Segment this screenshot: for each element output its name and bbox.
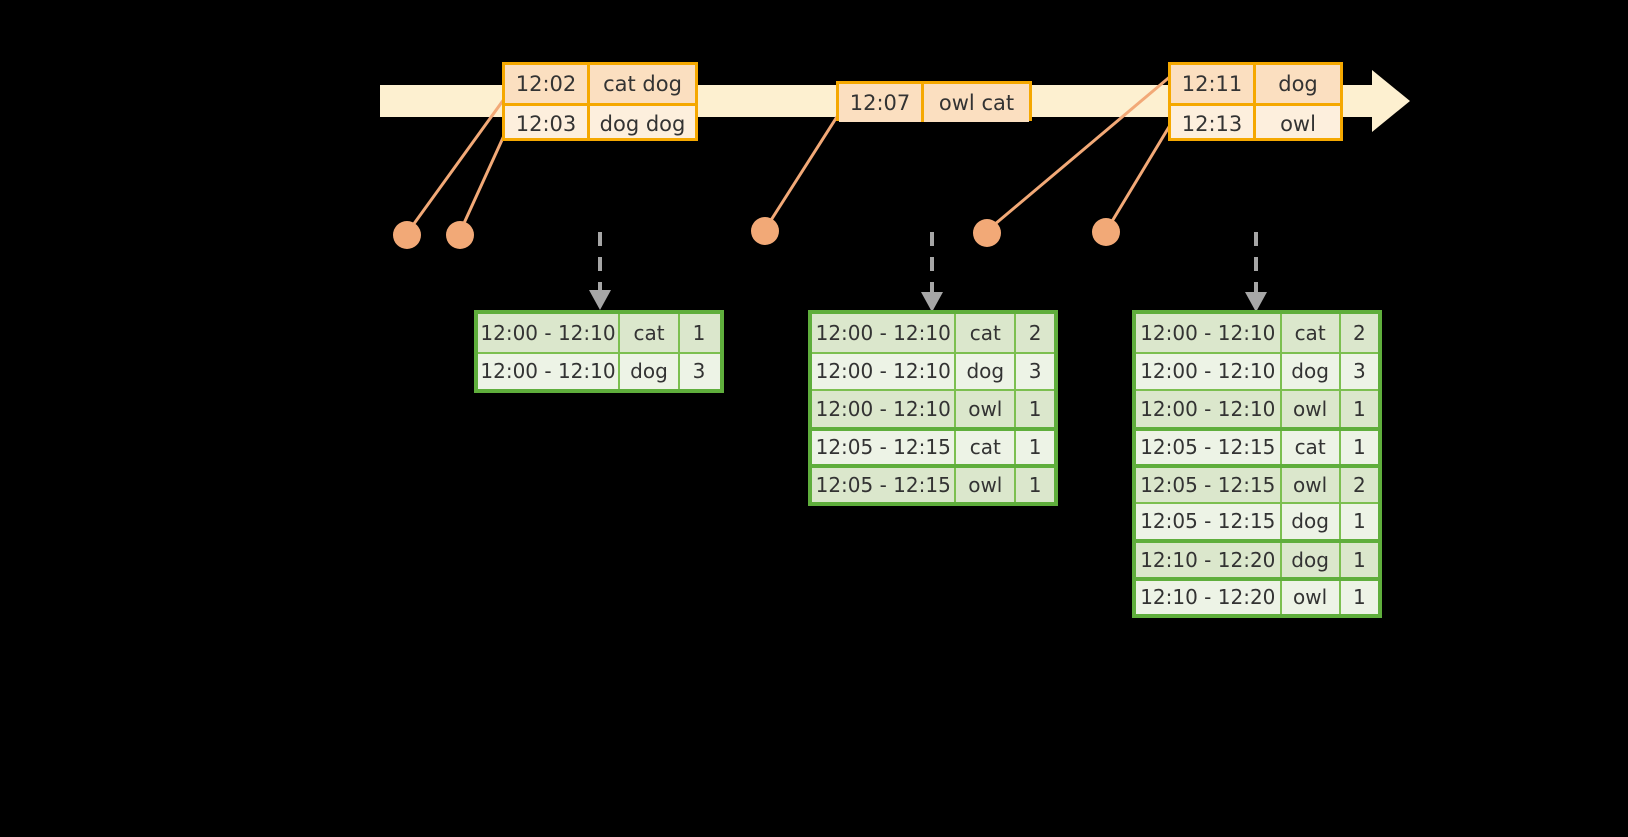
event-dot: [393, 221, 421, 249]
event-time: 12:11: [1171, 65, 1256, 103]
window-cell: 12:05 - 12:15: [1136, 430, 1282, 464]
count-cell: 3: [1352, 359, 1366, 384]
event-value: dog: [1278, 72, 1318, 96]
table-row[interactable]: 12:05 - 12:15 owl 1: [812, 464, 1054, 502]
count-cell: 3: [1028, 359, 1042, 384]
table-row[interactable]: 12:05 - 12:15 cat 1: [1136, 426, 1378, 464]
count-cell: 3: [692, 359, 706, 384]
window-cell: 12:00 - 12:10: [812, 314, 957, 352]
timeline-event-row[interactable]: 12:03 dog dog: [505, 103, 695, 141]
count-cell: 1: [1352, 396, 1366, 421]
event-time: 12:03: [505, 106, 590, 141]
timeline-event-group-2[interactable]: 12:07 owl cat: [836, 81, 1032, 122]
result-table-2[interactable]: 12:00 - 12:10 cat 2 12:00 - 12:10 dog 3 …: [808, 310, 1058, 506]
key-cell: cat: [1282, 430, 1341, 464]
timeline-event-group-3[interactable]: 12:11 dog 12:13 owl: [1168, 62, 1343, 141]
key-cell: cat: [956, 314, 1017, 352]
table-row[interactable]: 12:00 - 12:10 dog 3: [812, 351, 1054, 389]
key-cell: dog: [956, 353, 1017, 389]
window-cell: 12:05 - 12:15: [812, 430, 957, 464]
event-value: cat dog: [603, 72, 682, 96]
count-cell: 1: [1028, 472, 1042, 497]
key-cell: owl: [956, 391, 1017, 427]
timeline-event-group-1[interactable]: 12:02 cat dog 12:03 dog dog: [502, 62, 698, 141]
window-cell: 12:00 - 12:10: [478, 314, 620, 352]
table-row[interactable]: 12:00 - 12:10 owl 1: [1136, 389, 1378, 427]
timeline-event-row[interactable]: 12:02 cat dog: [505, 65, 695, 103]
key-cell: cat: [1282, 314, 1341, 352]
window-cell: 12:10 - 12:20: [1136, 580, 1282, 614]
event-time: 12:02: [505, 65, 590, 103]
table-row[interactable]: 12:10 - 12:20 owl 1: [1136, 576, 1378, 614]
count-cell: 1: [1028, 396, 1042, 421]
event-value: owl cat: [938, 91, 1015, 115]
table-row[interactable]: 12:05 - 12:15 cat 1: [812, 426, 1054, 464]
count-cell: 1: [1352, 585, 1366, 610]
count-cell: 1: [1028, 435, 1042, 460]
key-cell: dog: [1282, 503, 1341, 539]
window-cell: 12:00 - 12:10: [812, 353, 957, 389]
window-cell: 12:00 - 12:10: [1136, 314, 1282, 352]
window-cell: 12:05 - 12:15: [1136, 503, 1282, 539]
table-row[interactable]: 12:00 - 12:10 cat 1: [478, 314, 720, 352]
window-cell: 12:00 - 12:10: [1136, 391, 1282, 427]
event-dot: [973, 219, 1001, 247]
key-cell: owl: [1282, 468, 1341, 502]
table-row[interactable]: 12:00 - 12:10 owl 1: [812, 389, 1054, 427]
key-cell: owl: [1282, 580, 1341, 614]
event-value: owl: [1280, 111, 1316, 136]
window-cell: 12:05 - 12:15: [1136, 468, 1282, 502]
key-cell: dog: [620, 353, 680, 389]
timeline-event-row[interactable]: 12:07 owl cat: [839, 84, 1029, 122]
key-cell: dog: [1282, 543, 1341, 577]
count-cell: 1: [692, 320, 706, 345]
key-cell: owl: [1282, 391, 1341, 427]
count-cell: 2: [1352, 320, 1366, 345]
count-cell: 1: [1352, 547, 1366, 572]
window-cell: 12:05 - 12:15: [812, 468, 957, 502]
timeline-event-row[interactable]: 12:11 dog: [1171, 65, 1340, 103]
event-dot: [1092, 218, 1120, 246]
count-cell: 1: [1352, 435, 1366, 460]
table-row[interactable]: 12:00 - 12:10 dog 3: [478, 351, 720, 389]
table-row[interactable]: 12:00 - 12:10 dog 3: [1136, 351, 1378, 389]
event-dot: [446, 221, 474, 249]
table-row[interactable]: 12:05 - 12:15 dog 1: [1136, 501, 1378, 539]
key-cell: owl: [956, 468, 1017, 502]
key-cell: cat: [620, 314, 680, 352]
count-cell: 2: [1028, 320, 1042, 345]
window-cell: 12:00 - 12:10: [1136, 353, 1282, 389]
event-value: dog dog: [599, 111, 686, 136]
table-row[interactable]: 12:05 - 12:15 owl 2: [1136, 464, 1378, 502]
window-cell: 12:00 - 12:10: [478, 353, 620, 389]
timeline-event-row[interactable]: 12:13 owl: [1171, 103, 1340, 141]
count-cell: 1: [1352, 509, 1366, 534]
table-row[interactable]: 12:10 - 12:20 dog 1: [1136, 539, 1378, 577]
event-time: 12:13: [1171, 106, 1256, 141]
key-cell: dog: [1282, 353, 1341, 389]
result-table-3[interactable]: 12:00 - 12:10 cat 2 12:00 - 12:10 dog 3 …: [1132, 310, 1382, 618]
flow-arrows: [598, 232, 1258, 292]
result-table-1[interactable]: 12:00 - 12:10 cat 1 12:00 - 12:10 dog 3: [474, 310, 724, 393]
flow-arrowheads: [589, 290, 1267, 312]
window-cell: 12:00 - 12:10: [812, 391, 957, 427]
count-cell: 2: [1352, 472, 1366, 497]
event-dots: [393, 217, 1120, 249]
table-row[interactable]: 12:00 - 12:10 cat 2: [1136, 314, 1378, 352]
table-row[interactable]: 12:00 - 12:10 cat 2: [812, 314, 1054, 352]
key-cell: cat: [956, 430, 1017, 464]
window-cell: 12:10 - 12:20: [1136, 543, 1282, 577]
event-time: 12:07: [839, 84, 924, 122]
event-dot: [751, 217, 779, 245]
